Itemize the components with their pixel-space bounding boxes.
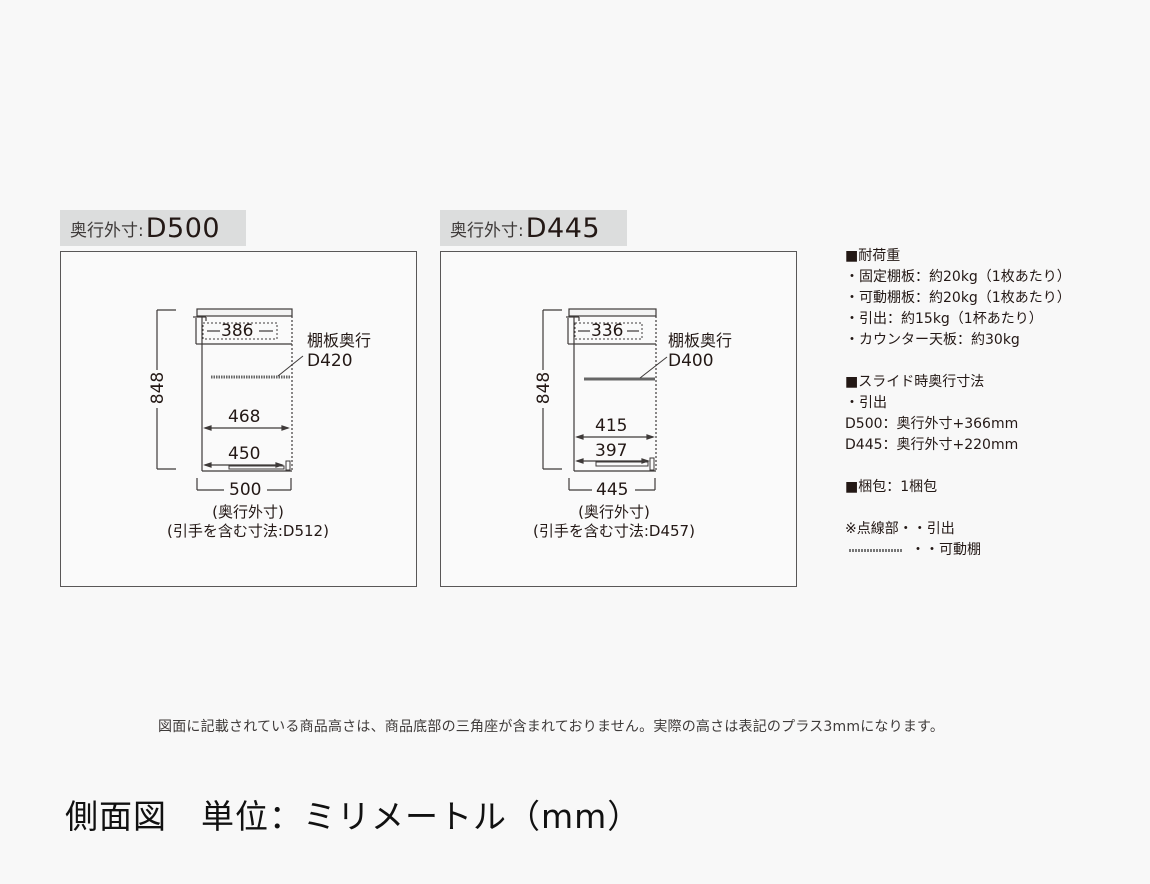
slide-item: D500：奥行外寸+366mm (845, 416, 1019, 432)
bottom-inner-dim-d500: 450 (228, 444, 261, 464)
outer-depth-dim-d500: 500 (229, 480, 262, 500)
height-dim-d445: 848 (534, 371, 554, 405)
bottom-inner-dim-d445: 397 (595, 441, 628, 461)
legend-dotted: ※点線部・・引出 (845, 521, 955, 537)
slide-title: ■スライド時奥行寸法 (845, 374, 985, 390)
shelf-depth-label-d445: 棚板奥行 D400 (668, 331, 733, 371)
depth-label: 奥行外寸: (450, 220, 524, 241)
drawer-inner-dim-d500: 386 (221, 321, 254, 341)
inner-depth-dim-d500: 468 (228, 407, 261, 427)
slide-sub: ・引出 (845, 395, 887, 411)
panel-d500-diagram (60, 251, 417, 587)
depth-value: D500 (145, 212, 221, 244)
slide-item: D445：奥行外寸+220mm (845, 437, 1019, 453)
shelf-depth-label-d500: 棚板奥行 D420 (307, 331, 372, 371)
page-title: 側面図 単位：ミリメートル（mm） (65, 797, 642, 836)
load-item: ・引出：約15kg（1杯あたり） (845, 311, 1043, 327)
outer-depth-dim-d445: 445 (596, 480, 629, 500)
load-item: ・可動棚板：約20kg（1枚あたり） (845, 290, 1071, 306)
load-title: ■耐荷重 (845, 248, 901, 264)
load-item: ・カウンター天板：約30kg (845, 332, 1020, 348)
dashed-line-icon (849, 548, 903, 552)
legend-shelf-row: ・・可動棚 (845, 540, 1071, 561)
depth-value: D445 (525, 212, 601, 244)
depth-label: 奥行外寸: (70, 220, 144, 241)
caption-d445: (奥行外寸) (引手を含む寸法:D457) (533, 503, 695, 540)
package-info: ■梱包：1梱包 (845, 479, 938, 495)
load-item: ・固定棚板：約20kg（1枚あたり） (845, 269, 1071, 285)
height-note: 図面に記載されている商品高さは、商品底部の三角座が含まれておりません。実際の高さ… (158, 719, 945, 735)
panel-d445-diagram (440, 251, 797, 587)
panel-d500-header: 奥行外寸: D500 (60, 210, 246, 246)
inner-depth-dim-d445: 415 (595, 416, 628, 436)
drawer-inner-dim-d445: 336 (591, 321, 624, 341)
panel-d445-header: 奥行外寸: D445 (440, 210, 627, 246)
caption-d500: (奥行外寸) (引手を含む寸法:D512) (167, 503, 329, 540)
spec-list: ■耐荷重 ・固定棚板：約20kg（1枚あたり） ・可動棚板：約20kg（1枚あた… (845, 246, 1071, 561)
